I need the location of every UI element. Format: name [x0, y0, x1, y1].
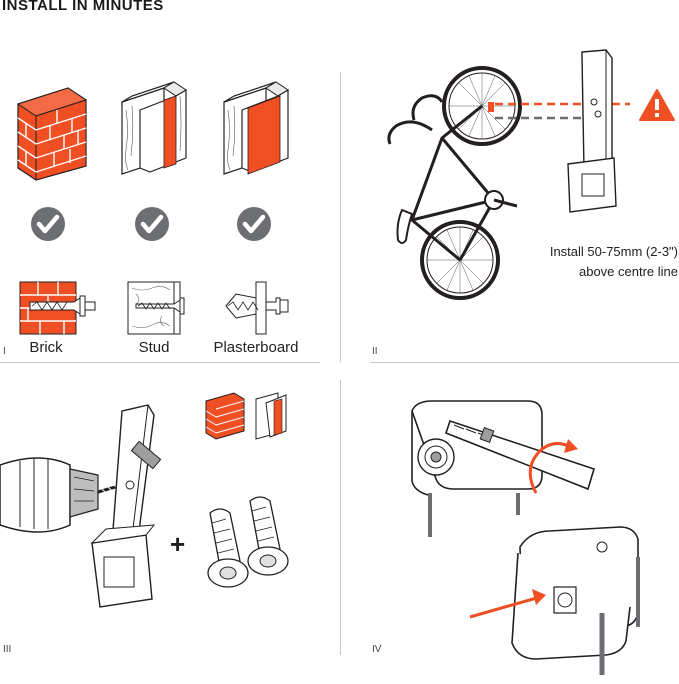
- install-height-note: Install 50-75mm (2-3") above centre line: [470, 242, 678, 282]
- bracket-screw-icon: [411, 400, 595, 537]
- panel-wall-types: Brick Stud Plasterboard I: [0, 0, 340, 362]
- panel-number: III: [3, 644, 12, 655]
- vertical-divider-bottom: [340, 380, 341, 655]
- stud-wall-icon: [255, 392, 287, 440]
- bracket-mount-icon: [90, 404, 162, 608]
- page-title: INSTALL IN MINUTES: [2, 0, 164, 14]
- install-height-note-line1: Install 50-75mm (2-3"): [549, 244, 678, 259]
- panel-number: IV: [372, 644, 382, 655]
- panel-bracket-assembly: IV: [340, 363, 679, 684]
- height-guide-lines: [495, 102, 630, 120]
- plasterboard-anchor-icon: [225, 281, 289, 335]
- wall-plug-icon: [247, 496, 289, 576]
- drill-icon: [0, 457, 137, 533]
- anchor-label-brick: Brick: [29, 339, 63, 356]
- panel-drill-install: + III: [0, 363, 340, 684]
- horizontal-divider-left: [0, 362, 320, 363]
- brick-wall-icon: [205, 392, 245, 440]
- plasterboard-wall-icon: [223, 81, 289, 175]
- panel-number: II: [372, 346, 378, 357]
- horizontal-divider-right: [370, 362, 679, 363]
- wall-bracket-icon: [567, 49, 617, 213]
- panel-bike-height: Install 50-75mm (2-3") above centre line…: [340, 0, 679, 362]
- warning-icon: [639, 89, 675, 121]
- brick-wall-icon: [16, 87, 88, 181]
- plus-icon: +: [170, 529, 186, 559]
- wall-plug-icon: [207, 508, 249, 588]
- anchor-label-stud: Stud: [138, 339, 170, 356]
- check-circle-icon: [31, 207, 65, 241]
- stud-wall-icon: [121, 81, 187, 175]
- bracket-insert-icon: [469, 526, 640, 675]
- panel-number: I: [3, 346, 6, 357]
- anchor-label-plasterboard: Plasterboard: [213, 339, 299, 356]
- install-height-note-line2: above centre line: [578, 264, 678, 279]
- check-circle-icon: [237, 207, 271, 241]
- stud-screw-icon: [127, 281, 185, 335]
- vertical-divider-top: [340, 72, 341, 362]
- check-circle-icon: [135, 207, 169, 241]
- brick-anchor-icon: [19, 281, 96, 335]
- bicycle-icon: [387, 66, 522, 300]
